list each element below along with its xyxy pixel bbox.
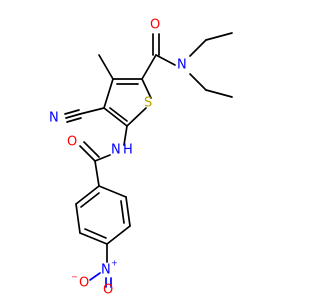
thiophene-sulfur-label: S xyxy=(144,96,152,111)
bond-c4-c5-inner xyxy=(109,107,128,122)
bond-ph-1 xyxy=(98,185,127,198)
bond-ph-4 xyxy=(79,232,108,245)
nitro-oxygen-top-label: O xyxy=(103,283,113,298)
nitro-oxygen-minus-label: O xyxy=(79,276,89,291)
bond-ph-2-inner xyxy=(120,200,125,224)
amide-oxygen-label: O xyxy=(150,18,160,33)
bonds xyxy=(64,32,233,288)
bond-nitrile-3 xyxy=(66,117,82,123)
bond-n-ch2-down xyxy=(189,73,207,91)
nh-nitrogen-label: N xyxy=(111,143,121,158)
bond-ph-2 xyxy=(125,196,131,227)
bond-c3-c4 xyxy=(103,78,114,109)
bond-nitrile-1 xyxy=(65,113,81,119)
bond-ph-5 xyxy=(75,203,81,234)
bond-c5-s xyxy=(126,107,147,127)
bond-benzoyl-co-b xyxy=(83,141,100,158)
bond-benzoyl-co-a xyxy=(79,145,96,162)
bond-carbonyl-ring xyxy=(141,54,157,80)
nitro-nitrogen-label: N xyxy=(101,263,111,278)
bond-c4-cn xyxy=(79,107,105,115)
bond-carbonyl-phenyl xyxy=(94,160,100,187)
bond-s-c2 xyxy=(141,78,152,99)
bond-ph-4-inner xyxy=(84,228,107,239)
bond-ph-6 xyxy=(75,185,100,205)
bond-n-ch2-up xyxy=(189,39,207,57)
bond-nh-carbonyl xyxy=(94,154,111,162)
bond-c-n-amide xyxy=(155,54,176,66)
bond-ph-3 xyxy=(106,225,131,245)
bond-c4-c5 xyxy=(103,107,128,127)
bond-c5-nh xyxy=(123,125,128,146)
benzoyl-oxygen-label: O xyxy=(67,135,77,150)
nitro-oxygen-charge: − xyxy=(71,273,78,282)
bond-ph-6-inner xyxy=(80,192,100,208)
bond-nitrile-2 xyxy=(64,109,80,115)
bond-ch2-ch3-up xyxy=(205,32,233,41)
atom-labels: O N S N N H O N + O O − xyxy=(49,18,187,298)
nitro-nitrogen-charge: + xyxy=(111,259,118,268)
structure-canvas: O N S N N H O N + O O − xyxy=(49,18,233,298)
nitrile-nitrogen-label: N xyxy=(49,111,59,126)
nh-hydrogen-label: H xyxy=(123,143,133,158)
amide-nitrogen-label: N xyxy=(177,58,187,73)
bond-ch2-ch3-down xyxy=(205,89,233,98)
bond-nitro-o-minus xyxy=(89,272,101,281)
bond-methyl xyxy=(98,54,114,80)
